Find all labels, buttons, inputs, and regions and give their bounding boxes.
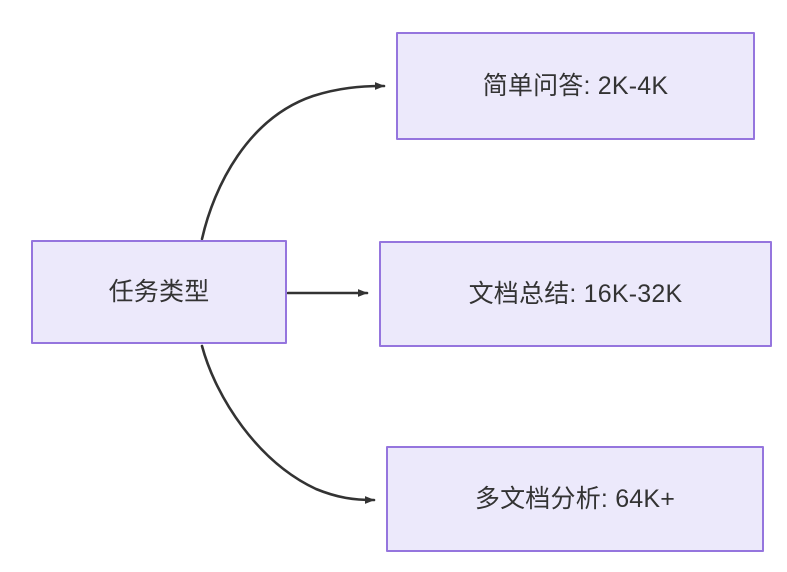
node-doc-summary-label: 文档总结: 16K-32K (468, 280, 683, 308)
node-task-type[interactable]: 任务类型 (31, 240, 287, 344)
node-doc-summary[interactable]: 文档总结: 16K-32K (379, 241, 772, 347)
node-simple-qa[interactable]: 简单问答: 2K-4K (396, 32, 755, 140)
node-multi-doc[interactable]: 多文档分析: 64K+ (386, 446, 764, 552)
edge-task-type-to-simple-qa (200, 82, 386, 241)
node-task-type-label: 任务类型 (108, 278, 210, 306)
node-simple-qa-label: 简单问答: 2K-4K (482, 72, 669, 100)
node-multi-doc-label: 多文档分析: 64K+ (474, 485, 676, 513)
edge-task-type-to-multi-doc (200, 344, 376, 504)
